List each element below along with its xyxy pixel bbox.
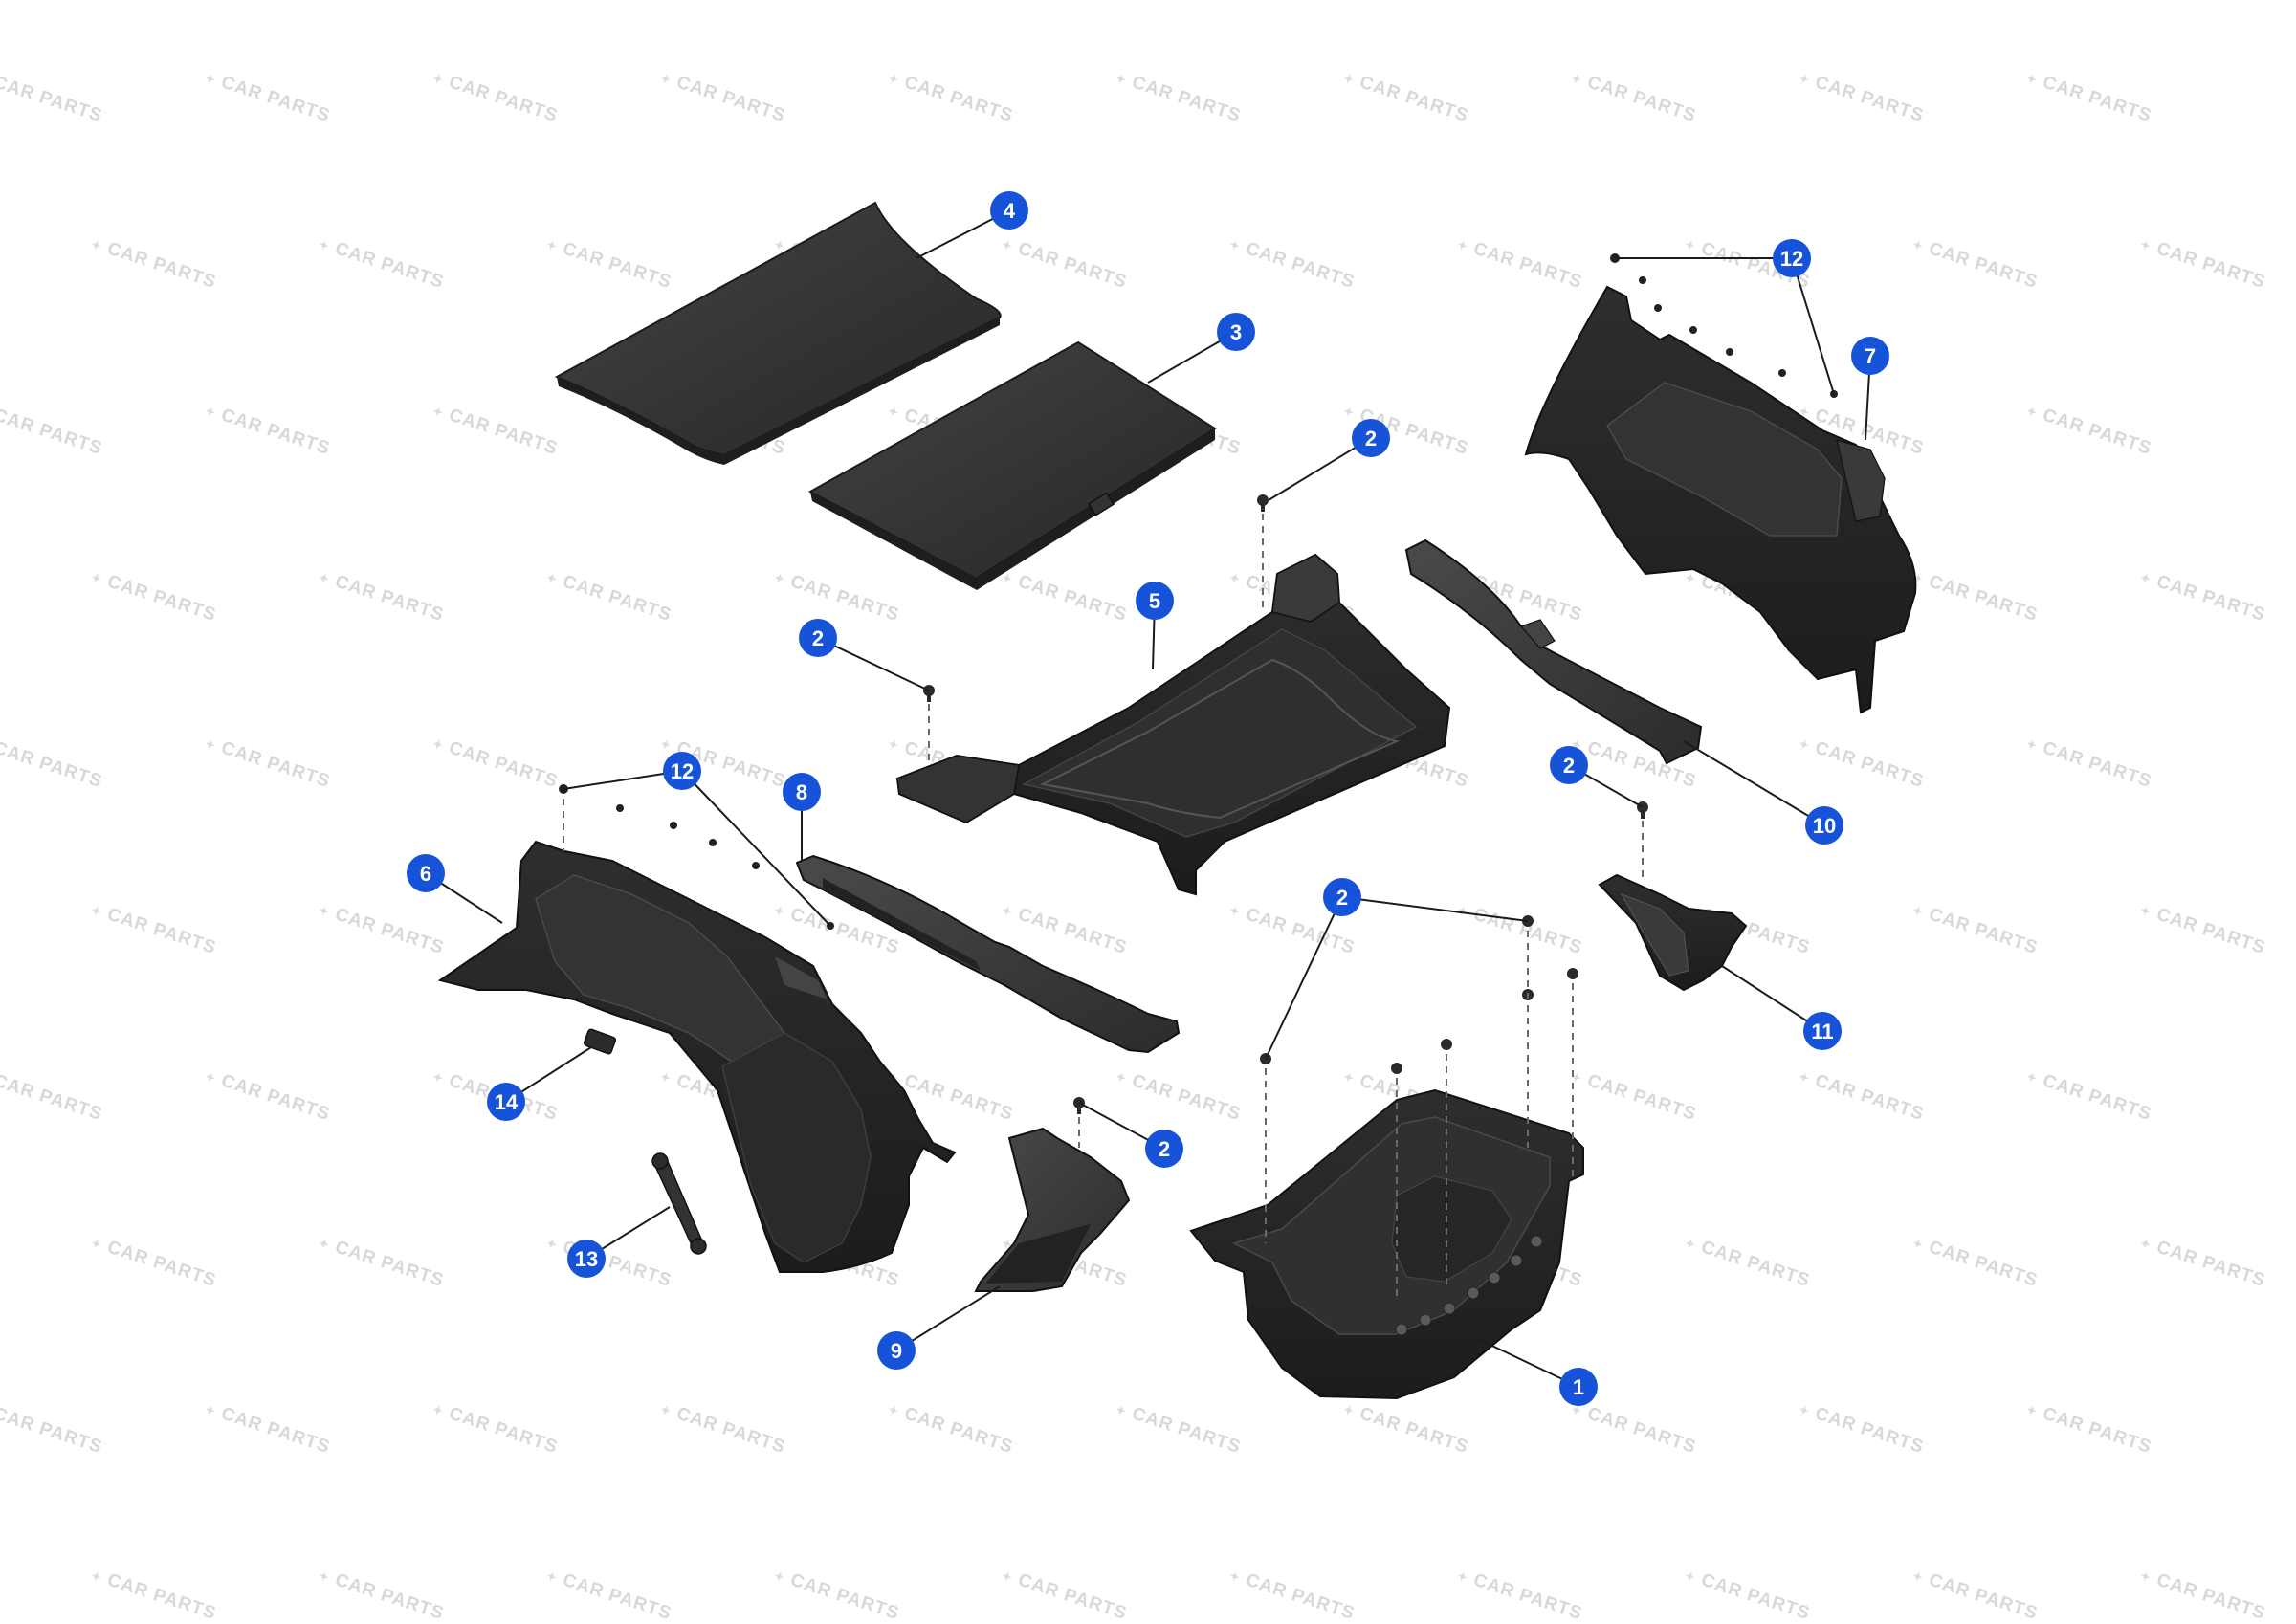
callout-label: 8 [796,780,807,804]
screw-2 [1391,1063,1402,1074]
leader-line [1341,896,1529,922]
callout-badge [1805,806,1843,845]
leader-line [817,637,930,691]
part-10-sill-trim-right [1404,538,1703,765]
callout-badge [663,752,701,790]
callout-badge [783,773,821,811]
callout-12: 12 [1773,239,1811,277]
part-1-storage-box [1189,1088,1584,1400]
callout-13: 13 [567,1240,606,1278]
part-14-clip [583,1028,617,1055]
screws [559,253,1838,1114]
screw-2 [1567,968,1578,979]
callout-5: 5 [1136,582,1174,620]
callout-2: 2 [1145,1130,1183,1168]
callout-2: 2 [1550,746,1588,784]
callout-1: 1 [1559,1368,1598,1406]
callout-label: 3 [1230,320,1242,344]
leader-line [681,770,831,927]
part-3-floor-board-lower [807,340,1217,590]
callout-9: 9 [877,1331,916,1370]
callout-7: 7 [1851,337,1889,375]
part-11-bracket [1598,873,1748,992]
callout-label: 14 [495,1090,519,1114]
part-5-center-tray [895,553,1451,896]
callout-badge [799,619,837,657]
callout-10: 10 [1805,806,1843,845]
callout-label: 2 [1365,427,1377,450]
callout-badge [1145,1130,1183,1168]
callout-badge [1323,878,1361,916]
callout-label: 12 [671,759,694,783]
callout-label: 7 [1865,344,1876,368]
screw-2 [1441,1039,1452,1050]
clip-12 [1610,253,1838,398]
leader-line [1268,437,1372,501]
callout-badge [1550,746,1588,784]
callout-12: 12 [663,752,701,790]
part-6-side-trim-left [437,840,957,1273]
callout-label: 2 [1563,754,1575,778]
callout-label: 13 [575,1247,598,1271]
leader-line [895,1285,1001,1351]
screw-2 [1257,494,1269,512]
callout-label: 5 [1149,589,1160,613]
callout-11: 11 [1803,1012,1842,1050]
callout-badge [1851,337,1889,375]
callout-badge [877,1331,916,1370]
part-4-floor-board-upper [554,201,1002,465]
callout-4: 4 [990,191,1028,230]
leader-line [1265,896,1343,1060]
callout-14: 14 [487,1083,525,1121]
screw-2 [923,685,935,702]
callout-badge [1136,582,1174,620]
leader-line [1791,257,1835,395]
callout-2: 2 [1323,878,1361,916]
callout-label: 12 [1780,247,1803,271]
leader-line [563,770,683,790]
callout-badge [990,191,1028,230]
part-7-side-trim-right [1524,285,1917,714]
callout-badges: 4 3 2 5 2 12 7 10 2 11 2 12 8 6 14 2 13 9 1 [407,191,1889,1406]
callout-label: 6 [420,862,431,886]
leader-line [1683,740,1825,826]
callout-label: 2 [1336,886,1348,910]
callout-label: 2 [812,626,824,650]
callout-badge [487,1083,525,1121]
callout-badge [1352,419,1390,457]
callout-badge [1559,1368,1598,1406]
callout-8: 8 [783,773,821,811]
callout-2: 2 [799,619,837,657]
assembly-guides [563,514,1644,1301]
leader-line [1721,965,1823,1032]
callout-label: 10 [1813,814,1836,838]
callout-label: 4 [1004,199,1016,223]
callout-badge [1773,239,1811,277]
part-8-sill-trim-left [795,854,1181,1054]
callout-2: 2 [1352,419,1390,457]
callout-badge [1803,1012,1842,1050]
callout-label: 1 [1573,1375,1584,1399]
part-13-strut [651,1152,707,1255]
callout-badge [567,1240,606,1278]
callout-label: 11 [1811,1020,1833,1043]
callout-badge [1217,313,1255,351]
callout-3: 3 [1217,313,1255,351]
callout-badge [407,854,445,892]
callout-label: 9 [891,1339,902,1363]
callout-label: 2 [1159,1137,1170,1161]
callout-6: 6 [407,854,445,892]
part-9-cover-plate [974,1127,1131,1292]
